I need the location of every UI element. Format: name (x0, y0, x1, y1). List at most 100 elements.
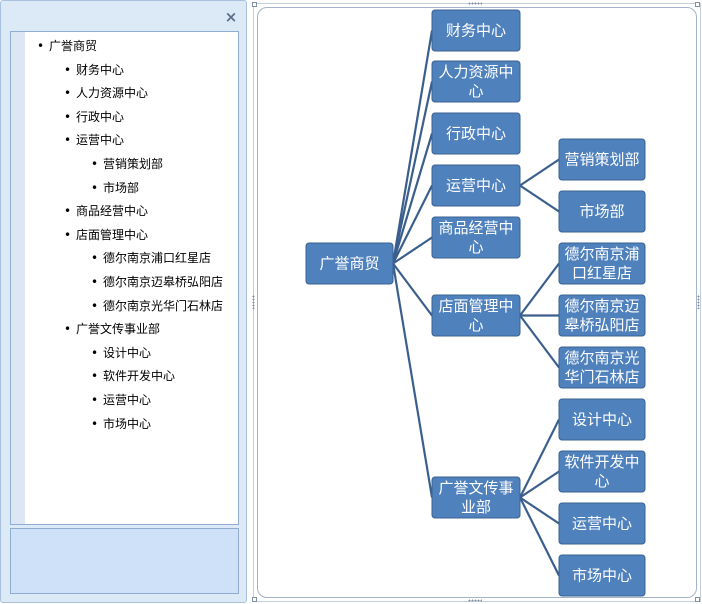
text-pane-item[interactable]: •德尔南京光华门石林店 (91, 299, 223, 313)
resize-handle-top-right[interactable] (695, 2, 700, 7)
org-node-level1[interactable]: 商品经营中心 (431, 216, 521, 259)
org-node-level2-box (558, 294, 646, 337)
org-node-level2[interactable]: 德尔南京迈皋桥弘阳店 (558, 294, 646, 337)
connector-line (391, 81, 434, 264)
org-node-root-label: 广誉商贸 (319, 255, 379, 273)
text-pane-item[interactable]: •设计中心 (91, 346, 151, 360)
org-node-level1-box (431, 9, 521, 52)
org-node-level2-label: 皋桥弘阳店 (564, 316, 639, 334)
org-node-level2-label: 软件开发中 (564, 453, 639, 471)
text-pane-item[interactable]: • 营销策划部 (91, 157, 163, 171)
text-pane-item[interactable]: • 商品经营中心 (64, 204, 148, 218)
text-pane-item-label: 商品经营中心 (76, 204, 149, 219)
connector-line (391, 30, 434, 264)
org-node-level1[interactable]: 人力资源中心 (431, 60, 521, 103)
text-pane-item[interactable]: •市场部 (91, 181, 139, 195)
text-pane-description (10, 528, 239, 594)
org-node-level2[interactable]: 营销策划部 (558, 138, 646, 181)
org-node-level1-label: 店面管理中 (438, 297, 513, 315)
text-pane-item-label: 软件开发中心 (103, 369, 176, 384)
org-node-level1[interactable]: 财务中心 (431, 9, 521, 52)
org-node-level2-label: 市场中心 (572, 567, 632, 585)
text-pane-item-label: 人力资源中心 (76, 86, 149, 101)
connector-line (392, 262, 433, 317)
text-pane-item-label: 德尔南京光华门石林店 (103, 298, 224, 313)
org-node-level2-box (558, 502, 646, 545)
close-icon[interactable]: × (224, 8, 238, 26)
resize-handle-bottom-right[interactable] (695, 597, 700, 602)
text-pane-item[interactable]: •行政中心 (64, 110, 124, 124)
org-node-level1-box (431, 60, 521, 103)
connector-line (392, 236, 433, 265)
text-pane-item-label: 运营中心 (76, 133, 125, 148)
text-pane-item[interactable]: • 运营中心 (64, 133, 124, 147)
connector-line (519, 314, 560, 369)
text-pane-item[interactable]: •德尔南京迈皋桥弘阳店 (91, 275, 223, 289)
bullet-icon: • (64, 62, 72, 77)
org-node-level1[interactable]: 运营中心 (431, 164, 521, 207)
text-pane-item[interactable]: •财务中心 (64, 63, 124, 77)
org-node-level2[interactable]: 德尔南京光华门石林店 (558, 346, 646, 389)
text-pane-item[interactable]: •市场中心 (91, 417, 151, 431)
org-node-level1-box (431, 164, 521, 207)
resize-handle-top[interactable] (468, 2, 482, 5)
org-node-level1[interactable]: 广誉文传事业部 (431, 476, 521, 519)
org-node-root-box (305, 242, 394, 285)
org-node-level2[interactable]: 设计中心 (558, 398, 646, 441)
org-node-level2-box (558, 190, 646, 233)
bullet-icon: • (91, 157, 99, 171)
text-pane-item[interactable]: • 运营中心 (91, 393, 151, 407)
resize-handle-top-left[interactable] (252, 2, 257, 7)
bullet-icon: • (91, 393, 99, 407)
text-pane: × •广誉商贸•财务中心•人力资源中心•行政中心•运营中心•营销策划部•市场部•… (0, 0, 247, 603)
text-pane-item[interactable]: •人力资源中心 (64, 86, 148, 100)
text-pane-item-label: 营销策划部 (103, 157, 164, 171)
org-node-level1-box (431, 216, 521, 259)
connector-line (519, 184, 560, 213)
connector-line (519, 158, 560, 187)
org-node-level2-label: 运营中心 (572, 515, 632, 533)
text-pane-item-label: 市场中心 (103, 416, 152, 431)
org-node-level1-box (431, 476, 521, 519)
org-node-level2-label: 德尔南京浦 (564, 245, 639, 263)
text-pane-item[interactable]: •广誉商贸 (37, 39, 97, 53)
text-pane-item-label: 运营中心 (103, 393, 152, 407)
org-node-level2[interactable]: 德尔南京浦口红星店 (558, 242, 646, 285)
org-node-level2-box (558, 450, 646, 493)
resize-handle-bottom[interactable] (468, 599, 482, 602)
org-node-level2-box (558, 554, 646, 597)
org-node-level1[interactable]: 店面管理中心 (431, 294, 521, 337)
org-node-level2[interactable]: 市场部 (558, 190, 646, 233)
org-node-level1-label: 行政中心 (446, 125, 506, 143)
text-pane-item-label: 广誉文传事业部 (76, 322, 161, 337)
org-node-level1-label: 财务中心 (446, 22, 506, 40)
resize-handle-bottom-left[interactable] (252, 597, 257, 602)
resize-handle-left[interactable] (252, 295, 255, 309)
connector-line (519, 419, 560, 498)
resize-handle-right[interactable] (697, 295, 700, 309)
bullet-icon: • (91, 251, 99, 266)
org-node-level2-label: 设计中心 (572, 411, 632, 429)
org-node-level1[interactable]: 行政中心 (431, 112, 521, 155)
org-node-level2-label: 营销策划部 (564, 151, 639, 169)
bullet-icon: • (64, 204, 72, 219)
text-pane-item-label: 德尔南京迈皋桥弘阳店 (103, 275, 224, 289)
org-node-level2[interactable]: 软件开发中心 (558, 450, 646, 493)
org-node-level1-label: 业部 (461, 498, 491, 516)
text-pane-item-label: 设计中心 (103, 345, 152, 360)
text-pane-item[interactable]: •店面管理中心 (64, 228, 148, 242)
org-node-level1-label: 心 (468, 238, 483, 256)
text-pane-item[interactable]: •德尔南京浦口红星店 (91, 251, 211, 265)
bullet-icon: • (91, 369, 99, 384)
bullet-icon: • (91, 180, 99, 195)
text-pane-item[interactable]: • 软件开发中心 (91, 369, 175, 383)
connector-line (519, 497, 560, 576)
org-node-level2[interactable]: 运营中心 (558, 502, 646, 545)
org-node-level2[interactable]: 市场中心 (558, 554, 646, 597)
connector-line (519, 496, 560, 525)
bullet-icon: • (64, 133, 72, 148)
org-node-root[interactable]: 广誉商贸 (305, 242, 394, 285)
text-pane-item[interactable]: •广誉文传事业部 (64, 322, 160, 336)
text-pane-list[interactable]: •广誉商贸•财务中心•人力资源中心•行政中心•运营中心•营销策划部•市场部•商品… (10, 31, 239, 525)
